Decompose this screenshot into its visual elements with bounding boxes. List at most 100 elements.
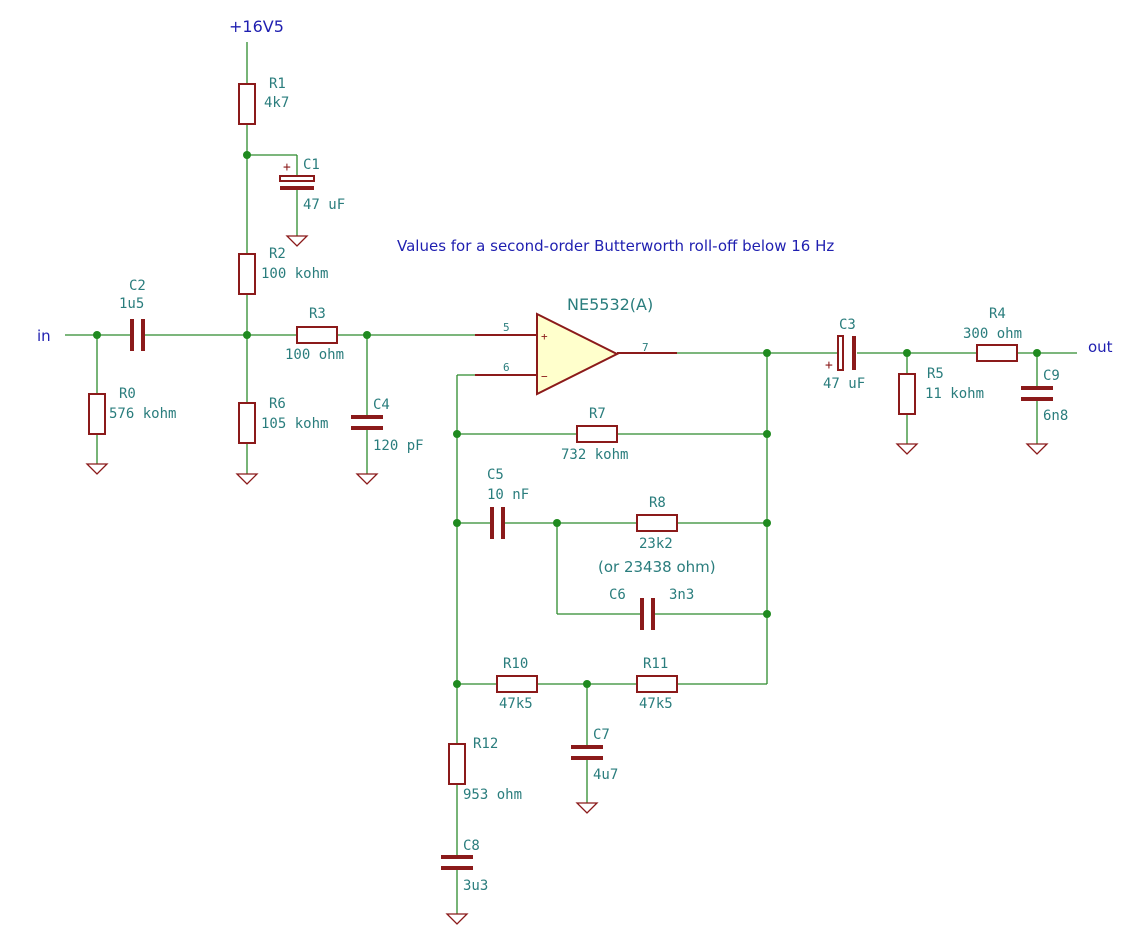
resistor-r6 — [238, 402, 256, 444]
opamp-ref: NE5532(A) — [567, 295, 653, 314]
junctions — [93, 151, 1041, 688]
c2-ref: C2 — [129, 278, 146, 294]
ground-r0 — [85, 463, 109, 475]
c3-value: 47 uF — [823, 376, 865, 392]
r2-ref: R2 — [269, 246, 286, 262]
resistor-r7 — [576, 425, 618, 443]
c9-value: 6n8 — [1043, 408, 1068, 424]
r7-ref: R7 — [589, 406, 606, 422]
resistor-r0 — [88, 393, 106, 435]
capacitor-c9 — [1021, 386, 1053, 401]
c1-plus: + — [283, 160, 291, 175]
opamp-pin-5: 5 — [503, 321, 510, 334]
resistor-r1 — [238, 83, 256, 125]
r12-ref: R12 — [473, 736, 498, 752]
grounds — [85, 235, 1049, 925]
capacitor-c8 — [441, 855, 473, 870]
capacitor-c3 — [837, 335, 856, 371]
opamp-pin-6: 6 — [503, 361, 510, 374]
c7-value: 4u7 — [593, 767, 618, 783]
ground-c4 — [355, 473, 379, 485]
junction-c5-left — [453, 519, 461, 527]
resistor-r12 — [448, 743, 466, 785]
capacitor-c7 — [571, 745, 603, 760]
ground-r5 — [895, 443, 919, 455]
opamp-plus-sign: + — [541, 330, 548, 343]
capacitor-c4 — [351, 415, 383, 430]
r8-note: (or 23438 ohm) — [598, 558, 716, 576]
resistor-r4 — [976, 344, 1018, 362]
resistor-r5 — [898, 373, 916, 415]
r3-ref: R3 — [309, 306, 326, 322]
c6-value: 3n3 — [669, 587, 694, 603]
junction-c9 — [1033, 349, 1041, 357]
c7-ref: C7 — [593, 727, 610, 743]
ground-c9 — [1025, 443, 1049, 455]
capacitor-c1 — [279, 175, 315, 190]
resistor-r11 — [636, 675, 678, 693]
component-labels: R1 4k7 + C1 47 uF R2 100 kohm C2 1u5 R0 … — [109, 76, 1068, 894]
r11-value: 47k5 — [639, 696, 673, 712]
junction-r10-left — [453, 680, 461, 688]
c6-ref: C6 — [609, 587, 626, 603]
junction-out-node — [763, 349, 771, 357]
resistors — [88, 83, 1018, 785]
r10-ref: R10 — [503, 656, 528, 672]
c1-ref: C1 — [303, 157, 320, 173]
r11-ref: R11 — [643, 656, 668, 672]
r0-value: 576 kohm — [109, 406, 176, 422]
ground-c7 — [575, 802, 599, 814]
resistor-r8 — [636, 514, 678, 532]
capacitor-c5 — [490, 507, 505, 539]
c8-value: 3u3 — [463, 878, 488, 894]
junction-r5 — [903, 349, 911, 357]
r6-value: 105 kohm — [261, 416, 328, 432]
c5-value: 10 nF — [487, 487, 529, 503]
ground-r6 — [235, 473, 259, 485]
junction-r7-right — [763, 430, 771, 438]
junction-c6-right — [763, 610, 771, 618]
r4-ref: R4 — [989, 306, 1006, 322]
c8-ref: C8 — [463, 838, 480, 854]
ground-c8 — [445, 913, 469, 925]
r4-value: 300 ohm — [963, 326, 1022, 342]
c1-value: 47 uF — [303, 197, 345, 213]
junction-c6-left — [553, 519, 561, 527]
net-out-label: out — [1088, 338, 1113, 356]
r10-value: 47k5 — [499, 696, 533, 712]
r2-value: 100 kohm — [261, 266, 328, 282]
wires — [65, 42, 1077, 914]
resistor-r3 — [296, 326, 338, 344]
title-note: Values for a second-order Butterworth ro… — [397, 237, 834, 255]
r7-value: 732 kohm — [561, 447, 628, 463]
c5-ref: C5 — [487, 467, 504, 483]
junction-c7 — [583, 680, 591, 688]
r1-value: 4k7 — [264, 95, 289, 111]
capacitor-c2 — [130, 319, 145, 351]
ground-c1 — [285, 235, 309, 247]
resistor-r10 — [496, 675, 538, 693]
capacitor-c6 — [640, 598, 655, 630]
resistor-r2 — [238, 253, 256, 295]
opamp-pin-7: 7 — [642, 341, 649, 354]
junction-r8-right — [763, 519, 771, 527]
c3-ref: C3 — [839, 317, 856, 333]
junction-c1 — [243, 151, 251, 159]
junction-in — [93, 331, 101, 339]
r6-ref: R6 — [269, 396, 286, 412]
r0-ref: R0 — [119, 386, 136, 402]
c4-value: 120 pF — [373, 438, 424, 454]
c9-ref: C9 — [1043, 368, 1060, 384]
opamp-ne5532: 5 6 7 + − NE5532(A) — [475, 295, 677, 396]
r8-ref: R8 — [649, 495, 666, 511]
junction-bias — [243, 331, 251, 339]
r5-ref: R5 — [927, 366, 944, 382]
capacitors — [130, 175, 1053, 870]
r8-value: 23k2 — [639, 536, 673, 552]
power-label: +16V5 — [229, 17, 284, 36]
r3-value: 100 ohm — [285, 347, 344, 363]
junction-c4 — [363, 331, 371, 339]
c3-plus: + — [825, 358, 833, 373]
r12-value: 953 ohm — [463, 787, 522, 803]
